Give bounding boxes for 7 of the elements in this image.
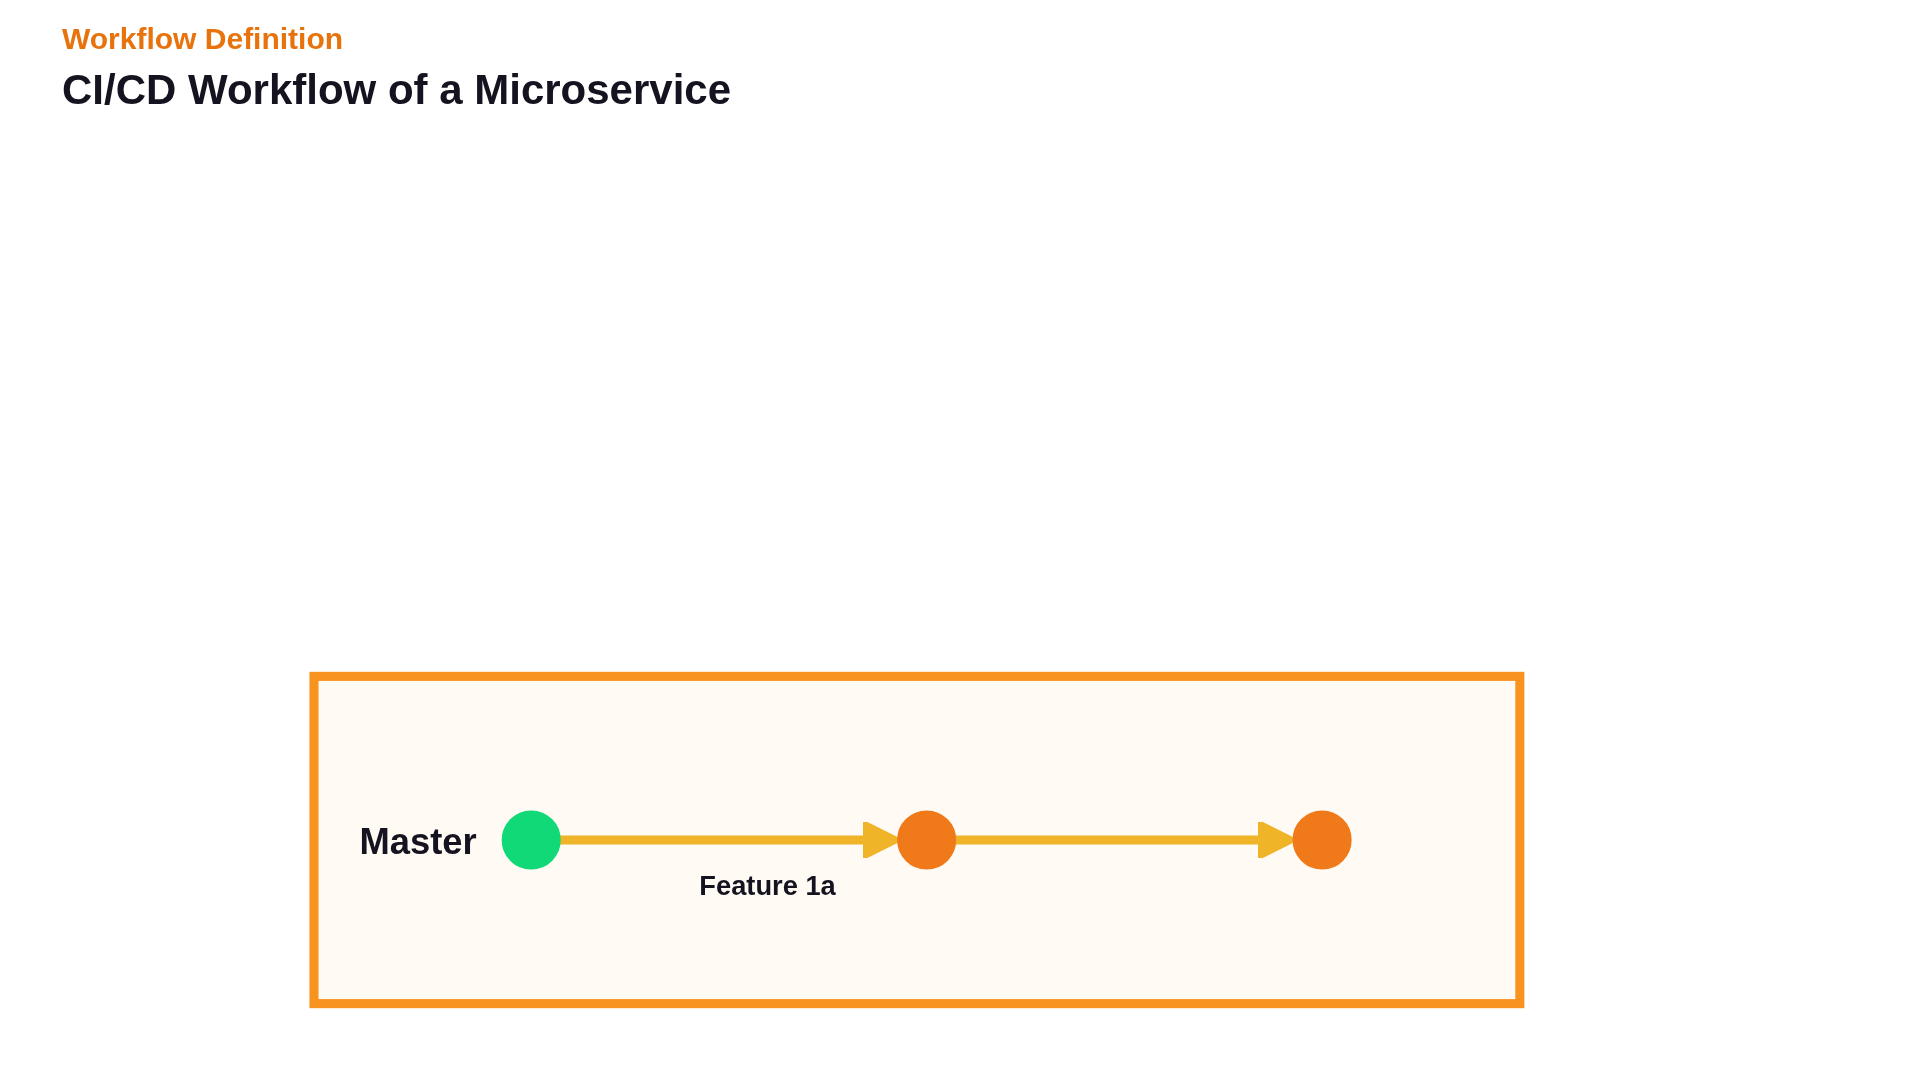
title: CI/CD Workflow of a Microservice [62, 66, 732, 114]
branch-label: Feature 1a [699, 869, 836, 901]
node-circle [501, 810, 561, 870]
branch-label: Master [359, 820, 477, 862]
node-circle [897, 810, 957, 870]
section-label: Workflow Definition [62, 22, 344, 56]
node-circle [1292, 810, 1352, 870]
